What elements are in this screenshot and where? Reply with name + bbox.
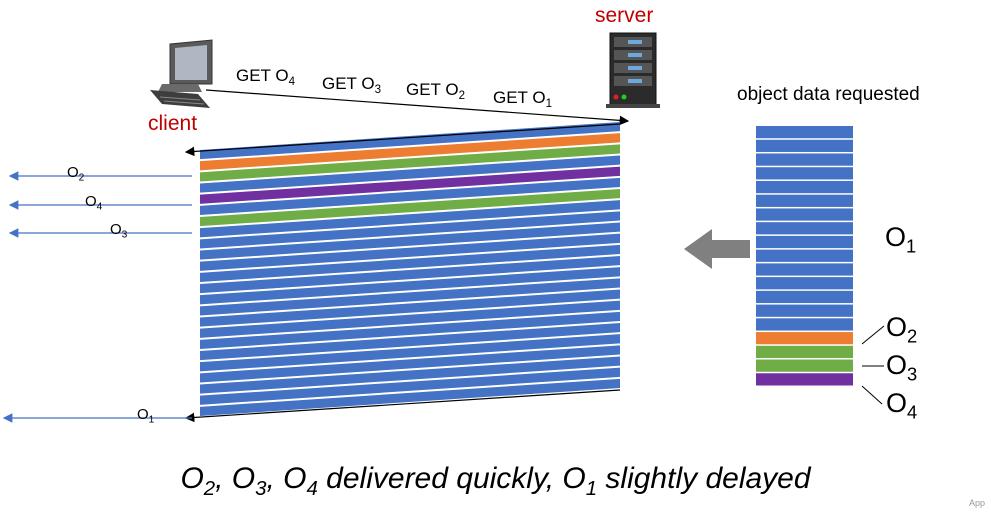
stream-frame-blue <box>200 345 620 383</box>
stream-frame-blue <box>200 289 620 327</box>
stream-frame-blue <box>200 356 620 394</box>
stream-frame-purple <box>200 166 620 204</box>
stream-frame-blue <box>200 367 620 405</box>
delivery-label-o1: O1 <box>137 406 155 426</box>
queue-frame-green <box>756 345 853 359</box>
stream-bottom-arrow <box>184 389 621 423</box>
stream-frame-blue <box>200 155 620 193</box>
queue-frame-blue <box>756 318 853 331</box>
stream-frame-blue <box>200 211 620 249</box>
queue-frame-blue <box>756 304 853 317</box>
stream-frame-blue <box>200 323 620 361</box>
stream-frame-blue <box>200 311 620 349</box>
request-label-get-o3: GET O3 <box>322 74 382 97</box>
queue-label-o3: O3 <box>886 350 918 385</box>
server-label: server <box>595 4 654 27</box>
queue-frame-purple <box>756 373 853 386</box>
delivery-label-o3: O3 <box>110 221 128 241</box>
queue-frame-blue <box>756 167 853 180</box>
stream-frame-blue <box>200 177 620 215</box>
stream-frame-blue <box>200 256 620 294</box>
stream-frame-blue <box>200 267 620 305</box>
queue-frame-blue <box>756 249 853 262</box>
request-label-get-o1: GET O1 <box>493 88 553 111</box>
delivery-label-o2: O2 <box>67 164 85 184</box>
stream-frame-blue <box>200 222 620 260</box>
queue-label-o1: O1 <box>885 222 917 257</box>
queue-frame-blue <box>756 194 853 207</box>
queue-frame-blue <box>756 222 853 235</box>
queue-frame-green <box>756 359 853 372</box>
queue-frame-blue <box>756 290 853 304</box>
stream-frame-green <box>200 144 620 182</box>
stream-frame-orange <box>200 133 620 171</box>
get-request-arrow <box>205 89 630 126</box>
server-tower-icon <box>606 32 660 108</box>
client-label: client <box>148 112 198 135</box>
gray-left-arrow-icon <box>684 229 750 269</box>
stream-frame-blue <box>200 278 620 316</box>
stream-frame-green <box>200 189 620 227</box>
queue-frame-blue <box>756 235 853 249</box>
queue-frame-blue <box>756 208 853 221</box>
queue-frame-orange <box>756 332 853 345</box>
stream-top-arrow <box>184 123 621 157</box>
leader-line-o4 <box>861 385 883 405</box>
stream-frame-blue <box>200 233 620 271</box>
queue-label-o2: O2 <box>886 312 918 347</box>
footer-text: App <box>968 498 985 508</box>
object-data-queue <box>756 126 853 386</box>
queue-frame-blue <box>756 153 853 166</box>
stream-frame-blue <box>200 244 620 282</box>
request-label-get-o4: GET O4 <box>236 66 296 89</box>
stream-frame-blue <box>200 200 620 238</box>
response-stream <box>200 122 620 416</box>
queue-frame-blue <box>756 126 853 139</box>
queue-frame-blue <box>756 180 853 194</box>
client-computer-icon <box>150 39 213 108</box>
queue-label-o4: O4 <box>886 388 918 423</box>
queue-frame-blue <box>756 139 853 152</box>
queue-frame-blue <box>756 263 853 276</box>
stream-frame-blue <box>200 378 620 416</box>
delivery-label-o4: O4 <box>85 193 103 213</box>
queue-title: object data requested <box>737 84 920 105</box>
stream-frame-blue <box>200 300 620 338</box>
stream-frame-blue <box>200 334 620 372</box>
request-label-get-o2: GET O2 <box>406 80 466 103</box>
leader-line-o2 <box>861 325 885 345</box>
caption: O2, O3, O4 delivered quickly, O1 slightl… <box>180 462 811 501</box>
queue-frame-blue <box>756 277 853 290</box>
